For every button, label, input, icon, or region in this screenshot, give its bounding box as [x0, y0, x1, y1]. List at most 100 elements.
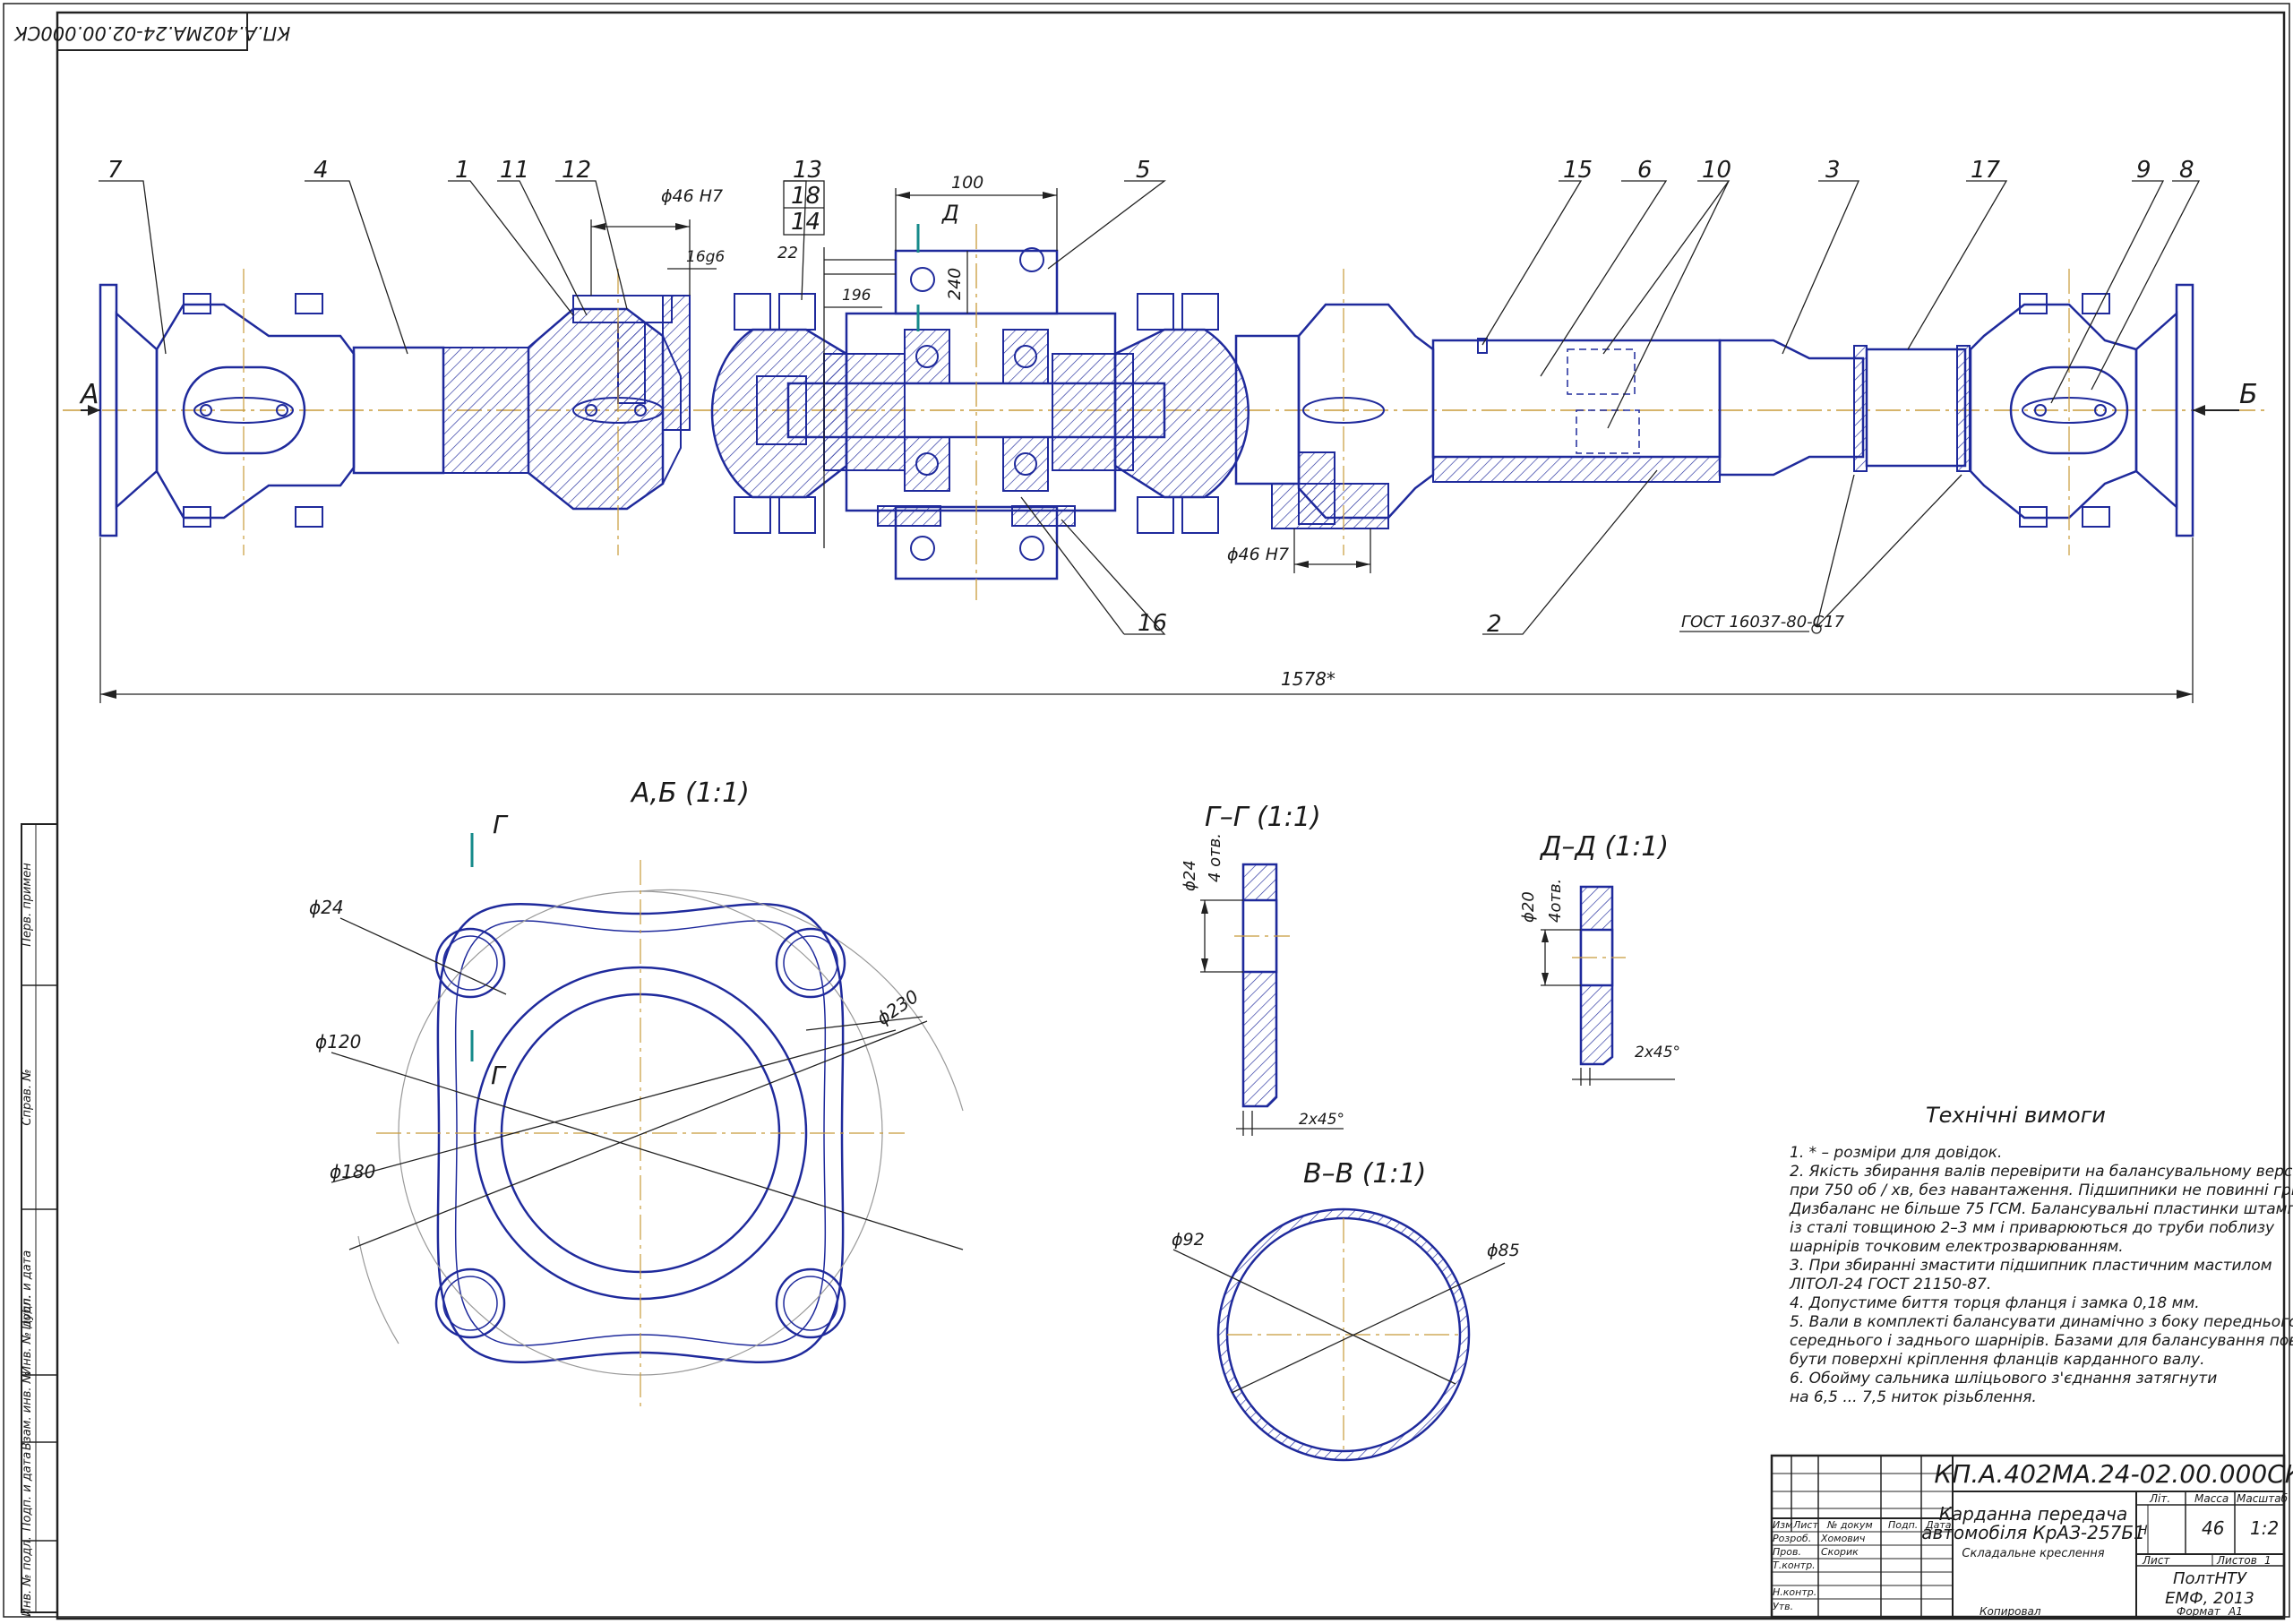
- role-razrob: Розроб.: [1773, 1533, 1811, 1544]
- role-tkontr: Т.контр.: [1773, 1560, 1816, 1571]
- section-v-title: В–В (1:1): [1303, 1158, 1426, 1190]
- scale-value: 1:2: [2250, 1517, 2279, 1539]
- format-value: А1: [2228, 1605, 2243, 1618]
- flange-view-title: А,Б (1:1): [630, 778, 750, 809]
- requirement-line: середнього і заднього шарнірів. Базами д…: [1790, 1332, 2293, 1350]
- title-code: КП.А.402МА.24-02.00.000СК: [1934, 1459, 2293, 1489]
- flange-hole-3: [434, 1267, 506, 1339]
- mass-value: 46: [2202, 1517, 2224, 1539]
- outer-frame: [3, 3, 2290, 1618]
- overall-dim-text: 1578*: [1281, 668, 1335, 690]
- requirement-line: 1. * – розміри для довідок.: [1790, 1144, 2002, 1162]
- format-label: Формат: [2177, 1605, 2221, 1618]
- rotated-code-text: КП.А.402МА.24-02.00.000СК: [13, 22, 290, 44]
- support-height-dim: 240: [945, 268, 965, 300]
- inner-frame: [56, 11, 2286, 1620]
- name-checker: Скорик: [1821, 1546, 1859, 1558]
- tube-2: [1432, 456, 1721, 483]
- pos-7: 7: [107, 157, 123, 184]
- section-d-title: Д–Д (1:1): [1539, 831, 1669, 863]
- copied-label: Копировал: [1980, 1605, 2041, 1618]
- tube-inner-dim: ϕ85: [1487, 1241, 1520, 1260]
- tube-outer-dim: ϕ92: [1172, 1230, 1205, 1250]
- pos-5: 5: [1136, 157, 1151, 184]
- col-podp: Подп.: [1888, 1519, 1918, 1531]
- gost-weld-label: ГОСТ 16037-80-С17: [1681, 613, 1845, 632]
- section-label-b: Б: [2239, 379, 2258, 410]
- joint-right-middle: [1234, 303, 1435, 529]
- position-leaders: [99, 180, 2201, 635]
- flange-hole-1: [434, 927, 506, 999]
- role-utv: Утв.: [1773, 1601, 1793, 1612]
- section-v: В–В (1:1) ϕ92 ϕ85: [1172, 1158, 1520, 1462]
- stamp-sprav: Справ. №: [21, 1069, 34, 1125]
- joint-middle-left: [527, 295, 691, 511]
- tube-17: [1865, 348, 1967, 468]
- requirement-line: 6. Обойму сальника шліцьового з'єднання …: [1790, 1370, 2217, 1388]
- rotated-code-stamp: КП.А.402МА.24-02.00.000СК: [13, 12, 290, 51]
- tube-6: [1431, 339, 1722, 459]
- requirement-line: 5. Вали в комплекті балансувати динамічн…: [1790, 1313, 2293, 1331]
- cut-mark-d-label: Д: [941, 201, 959, 226]
- requirement-line: на 6,5 ... 7,5 ниток різьблення.: [1790, 1388, 2037, 1406]
- pos-12: 12: [562, 157, 591, 184]
- requirement-line: шарнірів точковим електрозварюванням.: [1790, 1238, 2124, 1256]
- pos-17: 17: [1971, 157, 2001, 184]
- pos-15: 15: [1563, 157, 1593, 184]
- sheets-value: 1: [2264, 1554, 2272, 1567]
- fit-dim-top: ϕ46 H7: [661, 186, 723, 206]
- col-list: Лист: [1792, 1519, 1818, 1531]
- pos-14: 14: [791, 209, 820, 236]
- section-d: Д–Д (1:1) ϕ20 4отв. 2x45°: [1519, 831, 1680, 1086]
- stamp-podp1: Подп. и дата: [21, 1250, 34, 1330]
- main-assembly-view: А Б Д 1578* ϕ46 H7 16g6 100 240 22: [63, 157, 2266, 703]
- stamp-inv-podl: Инв. № подл.: [21, 1536, 34, 1617]
- col-izm: Изм: [1773, 1519, 1792, 1531]
- d-hole-dim: ϕ20: [1519, 891, 1538, 923]
- requirement-line: 3. При збиранні змастити підшипник пласт…: [1790, 1257, 2272, 1275]
- section-label-a: А: [79, 379, 99, 410]
- flange-hole-dim: ϕ24: [309, 897, 344, 918]
- d-chamfer-dim: 2x45°: [1635, 1044, 1680, 1061]
- cut-mark-g-label-bottom: Г: [491, 1061, 507, 1090]
- mass-label: Масса: [2194, 1492, 2229, 1505]
- requirement-line: при 750 об / хв, без навантаження. Підши…: [1790, 1181, 2293, 1199]
- section-g-title: Г–Г (1:1): [1205, 802, 1321, 833]
- stamp-podp2: Подп. и дата: [21, 1452, 34, 1532]
- bolt-dim: 196: [842, 287, 872, 305]
- sheets-label: Листов: [2216, 1554, 2257, 1567]
- spline-dim: 16g6: [686, 248, 725, 266]
- support-width-dim: 100: [951, 173, 983, 193]
- d-holes-count: 4отв.: [1546, 879, 1565, 923]
- lit-value: Н: [2138, 1524, 2148, 1538]
- flange-view: А,Б (1:1) ϕ24 ϕ120 ϕ180 ϕ230 Г Г: [309, 778, 964, 1406]
- support-offset-dim: 22: [777, 244, 798, 262]
- title-block: Изм Лист № докум Подп. Дата Розроб. Пров…: [1770, 1454, 2293, 1619]
- balance-plate-1: [1567, 348, 1636, 395]
- g-chamfer-dim: 2x45°: [1299, 1111, 1344, 1129]
- org-line-1: ПолтНТУ: [2173, 1569, 2247, 1588]
- col-dokum: № докум: [1826, 1519, 1873, 1531]
- flange-hole-2: [775, 927, 846, 999]
- section-g: Г–Г (1:1) ϕ24 4 отв. 2x45°: [1181, 802, 1344, 1136]
- role-prov: Пров.: [1773, 1546, 1801, 1558]
- tube-3: [1718, 339, 1865, 477]
- pos-16: 16: [1138, 610, 1167, 637]
- technical-requirements: Технічні вимоги 1. * – розміри для довід…: [1789, 1103, 2293, 1406]
- fit-dim-bottom: ϕ46 H7: [1227, 545, 1289, 564]
- org-line-2: ЕМФ, 2013: [2165, 1589, 2254, 1608]
- requirement-line: із сталі товщиною 2–3 мм і приварюються …: [1790, 1219, 2275, 1237]
- scale-label: Масштаб: [2237, 1492, 2289, 1505]
- pos-3: 3: [1825, 157, 1841, 184]
- name-author: Хомович: [1820, 1533, 1866, 1544]
- pos-10: 10: [1702, 157, 1731, 184]
- pos-4: 4: [313, 157, 329, 184]
- joint-support-right: [1113, 293, 1250, 534]
- pos-18: 18: [791, 183, 820, 210]
- joint-13: [710, 293, 848, 534]
- title-name-2: автомобіля КрАЗ-257Б1: [1921, 1522, 2145, 1543]
- balance-plate-2: [1576, 409, 1640, 454]
- requirement-line: Дизбаланс не більше 75 ГСМ. Балансувальн…: [1789, 1200, 2293, 1218]
- pos-6: 6: [1637, 157, 1653, 184]
